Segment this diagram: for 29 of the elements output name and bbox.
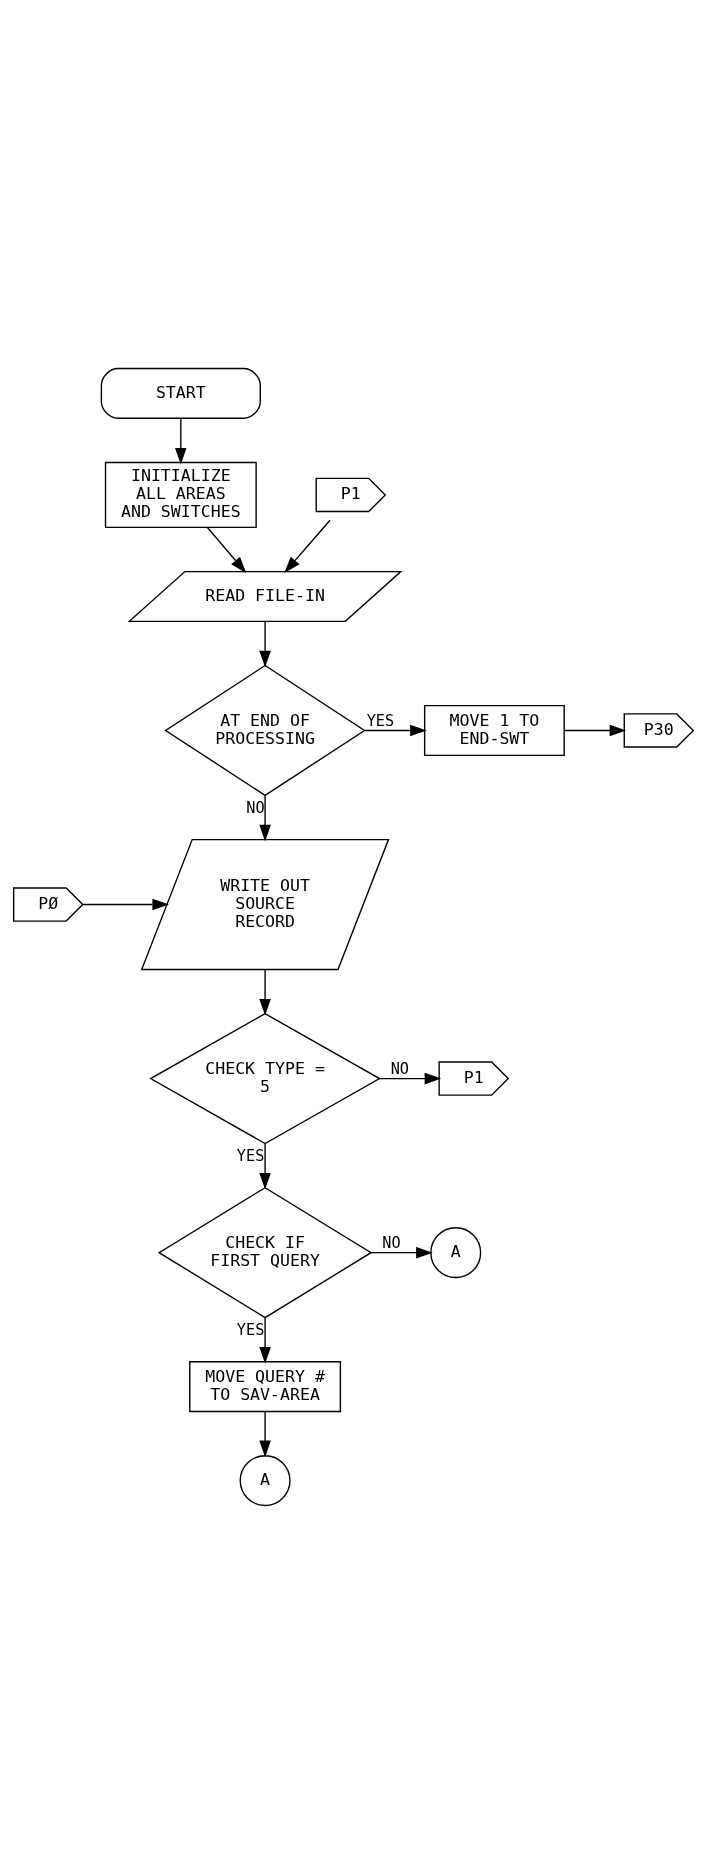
edge-label: YES: [366, 711, 395, 730]
arrow: [284, 519, 331, 573]
arrow: [370, 1246, 433, 1258]
arrow: [206, 526, 247, 573]
node-circle: A: [239, 1454, 291, 1506]
edge-label: NO: [382, 1233, 401, 1252]
node-box: START: [100, 367, 261, 419]
edge-label: NO: [390, 1059, 409, 1078]
arrow: [259, 1316, 271, 1364]
node-box: INITIALIZE ALL AREAS AND SWITCHES: [104, 461, 257, 528]
arrow: [175, 417, 187, 464]
arrow: [364, 724, 427, 736]
edge-label: YES: [236, 1146, 265, 1165]
node-diamond: AT END OF PROCESSING: [164, 664, 366, 796]
arrow: [259, 1410, 271, 1457]
edge-label: NO: [246, 798, 265, 817]
arrow: [259, 1142, 271, 1190]
arrow: [259, 968, 271, 1015]
node-box: MOVE 1 TO END-SWT: [423, 704, 565, 756]
node-diamond: CHECK TYPE = 5: [149, 1012, 381, 1144]
node-box: MOVE QUERY # TO SAV-AREA: [189, 1360, 342, 1412]
arrow: [563, 724, 627, 736]
edge-label: YES: [236, 1320, 265, 1339]
node-diamond: CHECK IF FIRST QUERY: [157, 1186, 373, 1318]
node-circle: A: [430, 1226, 482, 1278]
arrow: [82, 898, 169, 910]
arrow: [259, 794, 271, 841]
arrow: [378, 1072, 442, 1084]
arrow: [259, 620, 271, 667]
